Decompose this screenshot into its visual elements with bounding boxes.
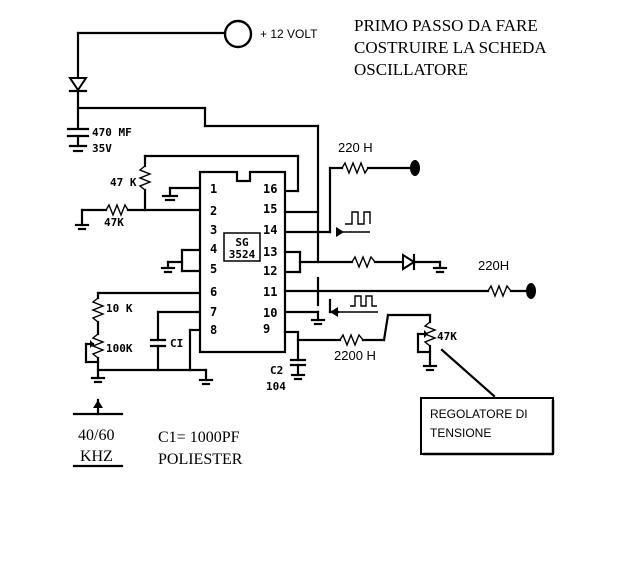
- pot-47k: 47K: [416, 313, 457, 372]
- pot-47k-wiper-icon: [424, 330, 428, 338]
- resistor-10k: 10 K: [91, 291, 133, 336]
- inductor-top-label: 220 H: [338, 140, 373, 155]
- pin-2: 2: [210, 204, 217, 218]
- cap-main-value: 470 MF: [92, 126, 132, 139]
- pin-12: 12: [263, 264, 277, 278]
- pot-100k: 100K: [84, 333, 133, 384]
- supply-terminal: + 12 VOLT: [76, 19, 318, 49]
- pin-14: 14: [263, 223, 277, 237]
- regulator-line-2: TENSIONE: [430, 426, 491, 440]
- supply-terminal-circle: [223, 19, 253, 49]
- resistor-47k-mid: 47K: [74, 203, 200, 231]
- c2-value: 104: [266, 380, 286, 393]
- cap-main-voltage: 35V: [92, 142, 112, 155]
- freq-line-1: 40/60: [78, 427, 114, 444]
- pot-100k-label: 100K: [106, 342, 133, 355]
- pin-3: 3: [210, 223, 217, 237]
- ic-label-box: [223, 232, 261, 262]
- title-line-3: OSCILLATORE: [354, 60, 468, 79]
- pin-15: 15: [263, 202, 277, 216]
- capacitor-470mf: 470 MF 35V: [66, 126, 132, 155]
- frequency-note: 40/60 KHZ: [72, 398, 124, 468]
- inductor-right-label: 220H: [478, 258, 509, 273]
- pot-47k-label: 47K: [437, 330, 457, 343]
- inductor-220h-top: 220 H: [328, 140, 420, 176]
- diode-symbol-icon: [68, 77, 88, 92]
- pin-5: 5: [210, 262, 217, 276]
- pin-4: 4: [210, 242, 217, 256]
- square-wave-bottom-icon: [350, 295, 377, 307]
- output-terminal-right-icon: [526, 283, 536, 299]
- led-icon: [402, 253, 416, 271]
- regulator-note-box: REGOLATORE DI TENSIONE: [420, 397, 555, 456]
- r-top-left-label: 47 K: [110, 176, 137, 189]
- pin-1: 1: [210, 182, 217, 196]
- inductor-bottom-label: 2200 H: [334, 348, 376, 363]
- input-diode: [68, 31, 88, 130]
- freq-line-2: KHZ: [80, 448, 113, 465]
- pin-16: 16: [263, 182, 277, 196]
- pin-10: 10: [263, 306, 277, 320]
- c1-note-line-1: C1= 1000PF: [158, 429, 240, 446]
- ic-sg3524: SG 3524: [198, 170, 287, 354]
- title-line-2: COSTRUIRE LA SCHEDA: [354, 38, 547, 57]
- pin-8: 8: [210, 323, 217, 337]
- pin-7: 7: [210, 305, 217, 319]
- square-wave-top-icon: [345, 211, 371, 225]
- resistor-47k-top: 47 K: [110, 154, 152, 212]
- r-10k-label: 10 K: [106, 302, 133, 315]
- pin-9: 9: [263, 322, 270, 336]
- pin10-arrow-icon: [330, 307, 338, 317]
- ic-name-2: 3524: [229, 248, 256, 261]
- output-terminal-top-icon: [410, 160, 420, 176]
- supply-label: + 12 VOLT: [260, 27, 318, 41]
- frequency-arrow-icon: [93, 400, 103, 408]
- pin-11: 11: [263, 285, 277, 299]
- pot-100k-wiper-icon: [90, 340, 94, 348]
- ic-name-1: SG: [235, 236, 249, 249]
- title-line-1: PRIMO PASSO DA FARE: [354, 16, 538, 35]
- pin-6: 6: [210, 285, 217, 299]
- inductor-2200h: [339, 333, 364, 347]
- c1-label: CI: [170, 337, 183, 350]
- pin-13: 13: [263, 245, 277, 259]
- c1-note-line-2: POLIESTER: [158, 451, 243, 468]
- regulator-line-1: REGOLATORE DI: [430, 407, 528, 421]
- c2-label: C2: [270, 364, 283, 377]
- regulator-pointer: [440, 348, 496, 398]
- r-mid-left-label: 47K: [104, 216, 124, 229]
- inductor-220h-right: [487, 284, 512, 298]
- led-resistor: [351, 255, 376, 269]
